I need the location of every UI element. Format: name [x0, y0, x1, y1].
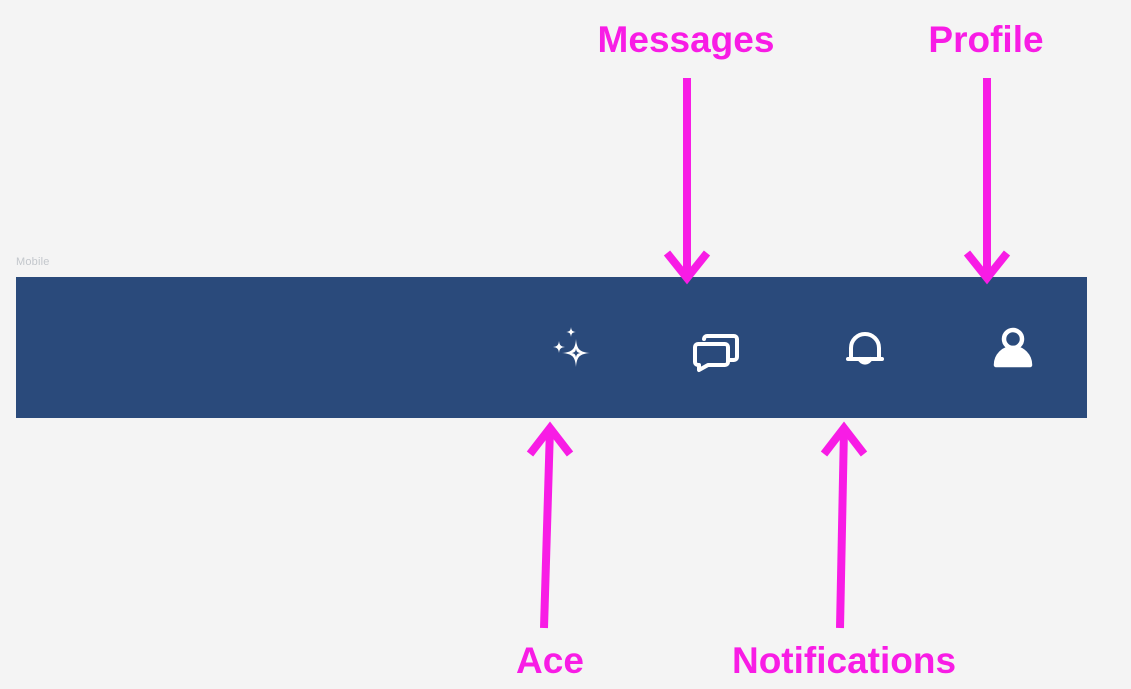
nav-item-profile[interactable] — [939, 277, 1087, 418]
nav-item-ace[interactable] — [495, 277, 643, 418]
annotation-label-ace: Ace — [516, 640, 584, 681]
person-icon — [982, 317, 1044, 379]
bell-icon — [834, 317, 896, 379]
annotation-arrow-ace — [522, 421, 578, 630]
nav-item-messages[interactable] — [643, 277, 791, 418]
messages-icon — [686, 317, 748, 379]
sparkles-icon — [538, 317, 600, 379]
annotation-label-messages: Messages — [597, 19, 775, 60]
annotation-arrow-profile — [960, 78, 1016, 285]
nav-item-notifications[interactable] — [791, 277, 939, 418]
nav-item-list — [495, 277, 1087, 418]
annotation-label-profile: Profile — [928, 19, 1044, 60]
annotation-arrow-messages — [660, 78, 716, 285]
mobile-navigation-bar — [16, 277, 1087, 418]
annotation-arrow-notifications — [816, 421, 872, 630]
annotation-label-notifications: Notifications — [731, 640, 957, 681]
section-caption-mobile: Mobile — [16, 256, 50, 268]
